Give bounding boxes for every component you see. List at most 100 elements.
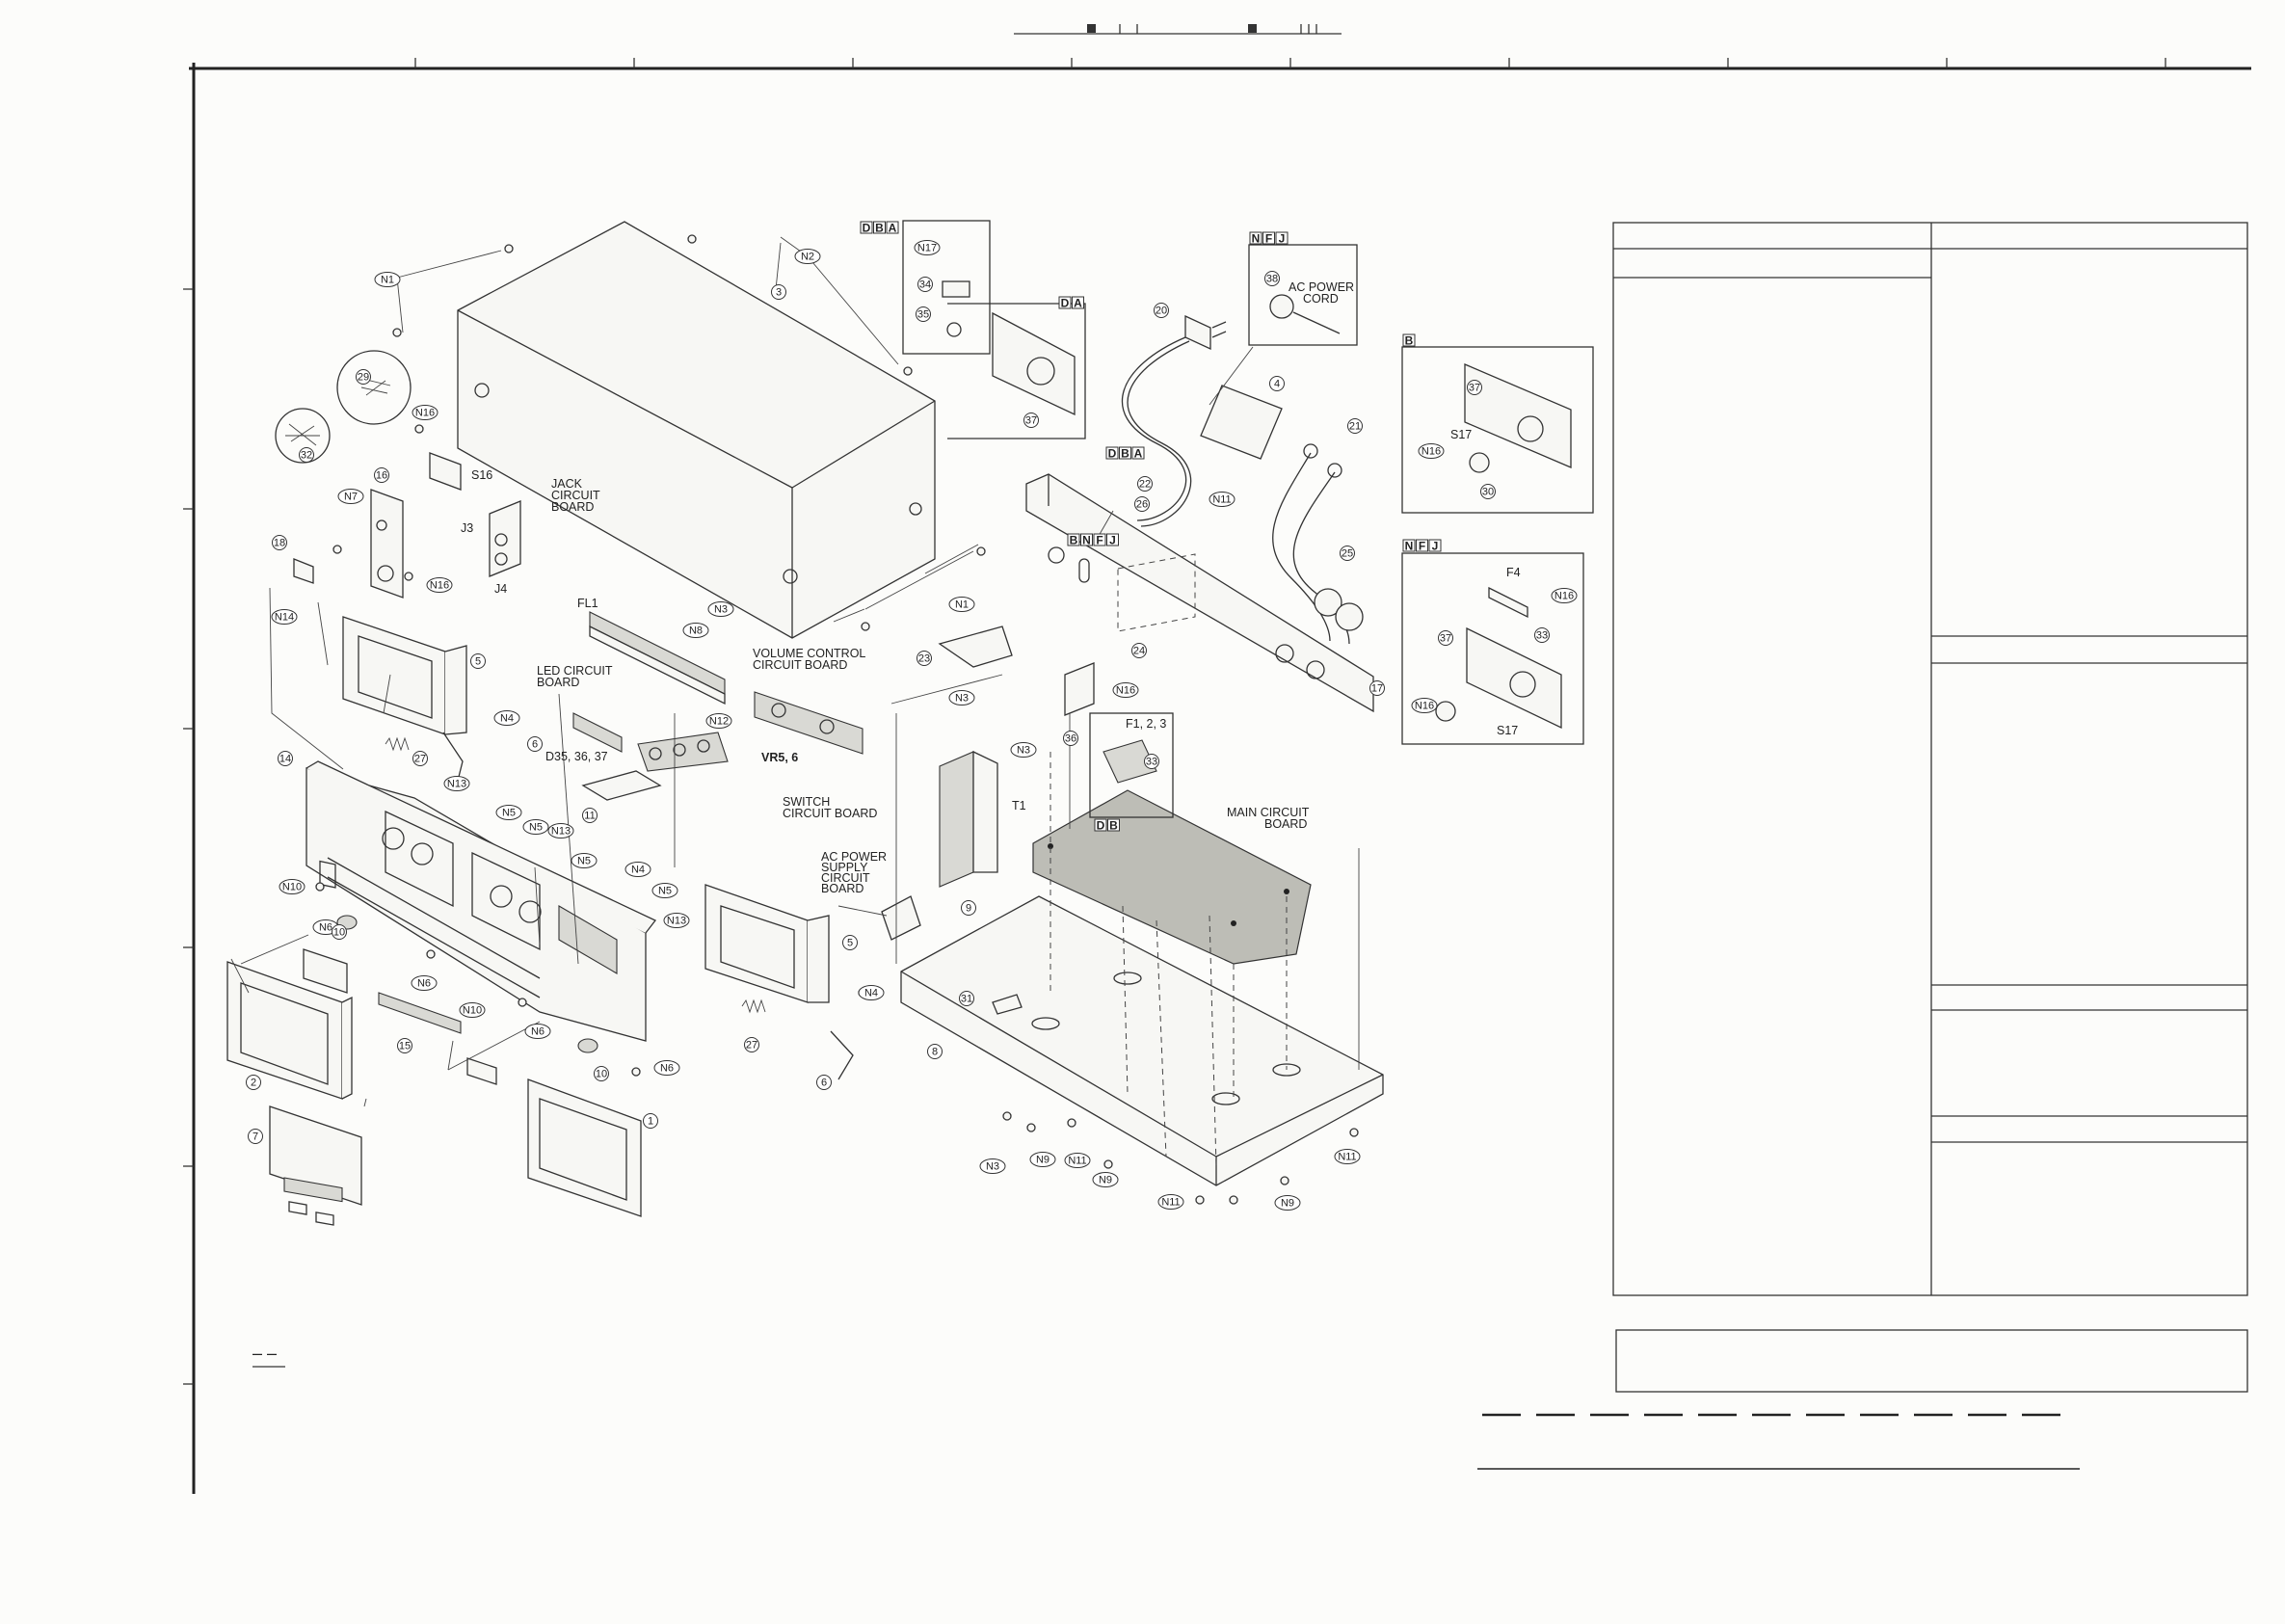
- callout-n6c: N6: [524, 1024, 551, 1039]
- callout-n16f: N16: [1411, 698, 1438, 713]
- insulation-sheet: [1200, 385, 1283, 460]
- callout-label: 9: [966, 903, 971, 915]
- bracket-9: [881, 895, 921, 941]
- signature-lines: [1477, 1413, 2080, 1470]
- callout-label: N4: [864, 988, 878, 999]
- callout-label: N6: [660, 1063, 674, 1075]
- callout-label: N7: [344, 492, 358, 503]
- callout-label: 33: [1536, 630, 1548, 642]
- callout-label: 25: [1342, 548, 1353, 560]
- callout-label: 31: [961, 994, 972, 1005]
- front-panel: [306, 760, 657, 1042]
- region-code-b_inset: B: [1402, 333, 1416, 348]
- callout-n17: N17: [914, 240, 941, 255]
- callout-label: N9: [1099, 1175, 1112, 1186]
- fl1-display-tube: [589, 611, 726, 706]
- callout-n5a: N5: [495, 805, 522, 820]
- region-code-letter: B: [1405, 334, 1414, 348]
- inset-ac-cord: [1248, 244, 1358, 346]
- callout-n9b: N9: [1092, 1172, 1119, 1187]
- callout-p35: 35: [916, 306, 931, 322]
- bracket-23: [938, 626, 1013, 668]
- callout-label: 3: [776, 287, 782, 299]
- callout-p24: 24: [1131, 643, 1147, 658]
- callout-label: 5: [847, 938, 853, 949]
- callout-p5a: 5: [470, 653, 486, 669]
- callout-label: 6: [821, 1078, 827, 1089]
- region-code-letter: D: [1108, 447, 1117, 461]
- callout-p22: 22: [1137, 476, 1153, 492]
- callout-n3b: N3: [948, 690, 975, 706]
- spring-right: [741, 998, 766, 1014]
- callout-label: 21: [1349, 421, 1361, 433]
- callout-p10b: 10: [594, 1066, 609, 1081]
- callout-p38: 38: [1264, 271, 1280, 286]
- region-code-letter: B: [875, 222, 884, 235]
- callout-p15: 15: [397, 1038, 412, 1053]
- callout-label: 2: [251, 1078, 256, 1089]
- knob-right: [577, 1038, 598, 1053]
- cassette-switch: [466, 1057, 497, 1085]
- f4-label: F4: [1506, 566, 1521, 579]
- callout-p33b: 33: [1534, 627, 1550, 643]
- callout-n3d: N3: [979, 1158, 1006, 1174]
- callout-p21: 21: [1347, 418, 1363, 434]
- callout-label: N11: [1068, 1156, 1086, 1167]
- callout-p9: 9: [961, 900, 976, 916]
- callout-label: N9: [1281, 1198, 1294, 1210]
- callout-n16c: N16: [1112, 682, 1139, 698]
- callout-label: 16: [376, 470, 387, 482]
- callout-label: 6: [532, 739, 538, 751]
- callout-n4a: N4: [493, 710, 520, 726]
- s17-b-label: S17: [1450, 428, 1472, 441]
- callout-label: N10: [463, 1005, 482, 1017]
- region-code-letter: F: [1419, 540, 1425, 553]
- callout-label: N6: [417, 978, 431, 990]
- callout-label: 27: [746, 1040, 757, 1052]
- callout-label: 30: [1482, 487, 1494, 498]
- callout-p27a: 27: [412, 751, 428, 766]
- callout-label: N2: [801, 252, 814, 263]
- callout-label: N8: [689, 626, 703, 637]
- callout-label: N16: [1116, 685, 1135, 697]
- ac-power-supply-board-part: [939, 750, 998, 888]
- fasteners: [315, 234, 1359, 1205]
- callout-label: N6: [531, 1026, 545, 1038]
- region-code-letter: A: [1074, 297, 1082, 310]
- legend-mark: – –: [252, 1344, 277, 1363]
- spring-left: [385, 736, 410, 752]
- callout-p5b: 5: [842, 935, 858, 950]
- callout-label: 8: [932, 1047, 938, 1058]
- callout-label: 38: [1266, 274, 1278, 285]
- rca-cords: [1272, 443, 1364, 645]
- callout-label: 4: [1274, 379, 1280, 390]
- callout-label: N17: [917, 243, 937, 254]
- callout-p1: 1: [643, 1113, 658, 1129]
- callout-n1a: N1: [374, 272, 401, 287]
- callout-label: N16: [1554, 591, 1574, 602]
- callout-p36: 36: [1063, 731, 1078, 746]
- callout-label: 18: [274, 538, 285, 549]
- callout-label: N10: [282, 882, 302, 893]
- callout-label: N16: [1415, 701, 1434, 712]
- callout-p32: 32: [299, 447, 314, 463]
- callout-label: 17: [1371, 683, 1383, 695]
- callout-label: N11: [1212, 494, 1231, 506]
- callout-n16e: N16: [1551, 588, 1578, 603]
- callout-p33a: 33: [1144, 754, 1159, 769]
- parts-table: [1612, 222, 2248, 1393]
- inset-nfj: [1401, 552, 1584, 745]
- callout-label: 10: [333, 927, 345, 939]
- callout-p16: 16: [374, 467, 389, 483]
- region-code-letter: N: [1252, 232, 1261, 246]
- region-code-letter: N: [1405, 540, 1414, 553]
- callout-n16a: N16: [412, 405, 438, 420]
- top-cover: [457, 221, 936, 639]
